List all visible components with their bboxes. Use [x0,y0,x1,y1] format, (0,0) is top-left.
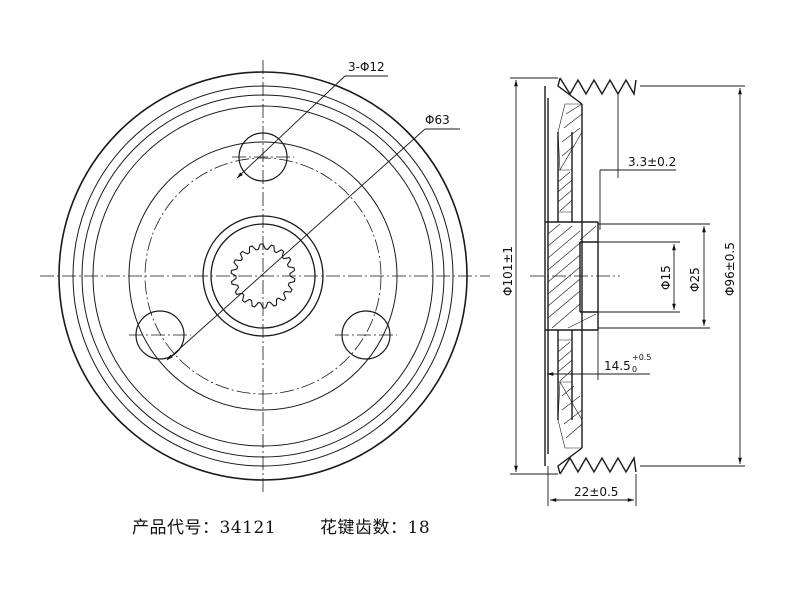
groove-depth-label: 3.3±0.2 [628,155,676,169]
spline-bore [230,243,296,309]
rim-ring-2 [72,85,454,467]
pcd-label: Φ63 [425,113,450,127]
pcd-leader [166,128,426,361]
groove-dia-label: Φ96±0.5 [723,242,737,296]
disc-edge-circle [128,141,398,411]
rim-ring-3 [81,94,445,458]
rim-ring-4 [92,105,434,447]
spline-teeth-caption: 花键齿数：18 [320,518,431,538]
outer-rim-circle [58,71,468,481]
product-code-caption: 产品代号：34121 [132,518,277,538]
bore-large-label: Φ25 [688,267,702,292]
width-label: 22±0.5 [574,485,618,499]
hub-inner-circle [210,223,316,329]
side-section-view: Φ101±1 Φ96±0.5 Φ25 Φ15 3.3±0.2 14.5 +0.5… [501,77,745,506]
bolt-pitch-circle [144,157,382,395]
front-view: 3-Φ12 Φ63 [40,60,490,495]
outer-dia-label: Φ101±1 [501,246,515,296]
hub-length-lower-tol: 0 [632,365,637,374]
hub-outer-circle [202,215,324,337]
holes-label: 3-Φ12 [348,60,385,74]
bore-small-label: Φ15 [659,265,673,290]
hub-length-upper-tol: +0.5 [632,353,651,362]
hub-length-label: 14.5 [604,359,631,373]
holes-leader [236,75,346,179]
